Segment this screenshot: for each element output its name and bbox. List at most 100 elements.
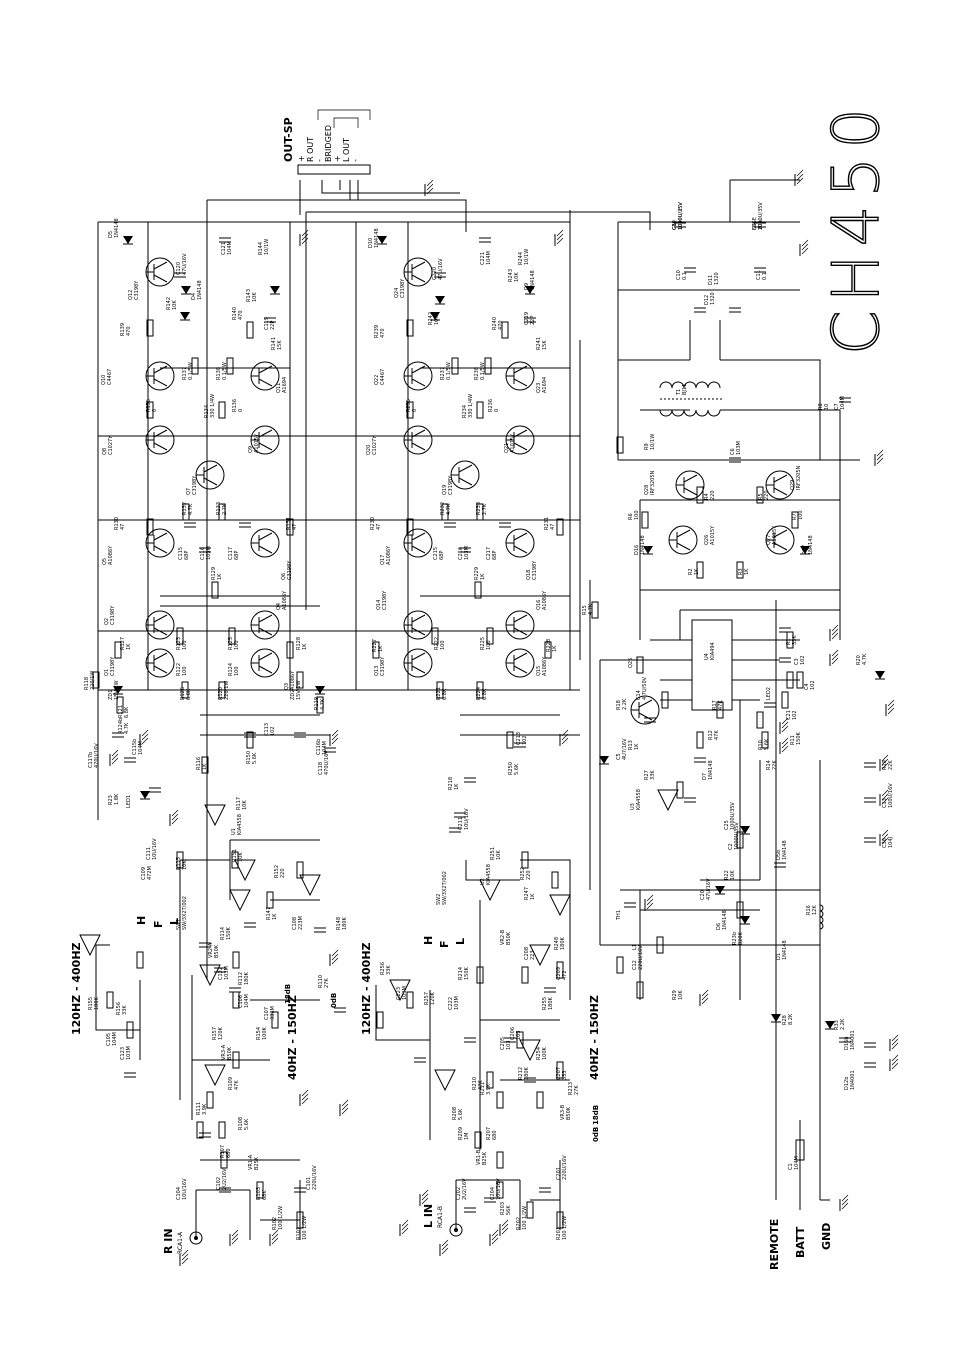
transistor-symbol (145, 361, 175, 391)
psu-part-label: C144.7U/50V (636, 676, 648, 700)
right-part-label: C113102 (264, 723, 276, 736)
capacitor-symbol (464, 777, 476, 783)
psu-part-label: C1104M (788, 1156, 800, 1170)
right-part-label: R1281K (296, 637, 308, 650)
switch-l-left: L (454, 938, 467, 945)
transistor-symbol (630, 695, 660, 725)
left-part-label: R207680 (486, 1127, 498, 1140)
resistor-symbol (146, 401, 154, 419)
psu-part-label: LED2 (766, 687, 772, 700)
psu-part-label: D171N4148 (802, 535, 814, 555)
right-part-label: R14115K (271, 337, 283, 350)
resistor-symbol (501, 321, 509, 339)
capacitor-symbol (112, 732, 124, 738)
diode-symbol (140, 791, 150, 800)
left-part-label: C209472 (556, 967, 568, 980)
capacitor-symbol (219, 237, 231, 243)
right-part-label: R1505.6K (246, 751, 258, 764)
resistor-symbol (218, 401, 226, 419)
resistor-symbol (736, 561, 744, 579)
psu-part-label: C21102 (786, 710, 798, 720)
opamp-symbol (434, 1069, 456, 1092)
ground-symbol (554, 229, 564, 246)
capacitor-symbol (199, 942, 211, 948)
left-part-label: C223103M (396, 986, 408, 1000)
psu-part-label: R1922K (882, 760, 894, 770)
transistor-symbol (145, 610, 175, 640)
resistor-symbol (406, 319, 414, 337)
resistor-symbol (616, 436, 624, 454)
right-part-label: R123100 (176, 637, 188, 650)
diode-symbol (643, 546, 653, 555)
right-part-label: R102100 1/2W (272, 1206, 284, 1230)
left-part-label: C201220U/16V (556, 1155, 568, 1180)
resistor-symbol (232, 1051, 240, 1069)
ground-symbol (179, 1249, 189, 1266)
right-part-label: U1KIA4558 (231, 814, 243, 835)
diode-symbol (315, 686, 325, 695)
right-part-label: R124100 (228, 663, 240, 676)
capacitor-symbol (764, 702, 776, 708)
lpf-right-label: 40HZ - 150HZ (286, 995, 299, 1080)
capacitor-symbol (324, 747, 336, 753)
ground-symbol (229, 1229, 239, 1246)
right-part-label: R139470 (120, 323, 132, 336)
right-part-label: R1380.1/5W (216, 362, 228, 380)
capacitor-symbol (864, 837, 876, 843)
out-pin-5: + (333, 155, 342, 162)
resistor-symbol (476, 681, 484, 699)
left-part-label: VR3-BB50K (560, 1104, 572, 1120)
resistor-symbol (476, 503, 484, 521)
right-part-label: C1022U2/16V (216, 1168, 228, 1190)
left-part-label: R214150K (458, 966, 470, 980)
left-part-label: C208223 (524, 947, 536, 960)
resistor-symbol (506, 731, 514, 749)
capacitor-symbol (729, 457, 741, 463)
right-part-label: R112180K (238, 971, 250, 985)
resistor-symbol (474, 581, 482, 599)
right-part-label: R118220/1W (84, 671, 96, 690)
opamp-symbol (299, 874, 321, 897)
left-part-label: R222100 (434, 637, 446, 650)
left-part-label: R2471K (524, 887, 536, 900)
ground-symbol (329, 949, 339, 966)
left-part-label: VR2-BB50K (500, 929, 512, 945)
ground-symbol (299, 229, 309, 246)
resistor-symbol (544, 641, 552, 659)
resistor-symbol (436, 681, 444, 699)
input-right-label: R IN (162, 1228, 175, 1254)
right-part-label: R14310K (246, 289, 258, 302)
input-left-jack: RCA1-B (437, 1206, 444, 1228)
left-part-label: R2216.8K (436, 687, 448, 700)
right-part-label: Q9A1015Y (248, 433, 260, 453)
resistor-symbol (114, 641, 122, 659)
right-part-label: C11568P (178, 547, 190, 560)
diode-symbol (825, 1021, 835, 1030)
diode-symbol (377, 236, 387, 245)
opamp-symbol (479, 879, 501, 902)
capacitor-symbol (754, 267, 766, 273)
left-part-label: C20410U/16V (490, 1178, 502, 1200)
transformer-symbol (659, 381, 724, 417)
ground-symbol (889, 1034, 899, 1051)
left-part-label: C2022U2/16V (456, 1178, 468, 1200)
left-part-label: R24410/1W (518, 249, 530, 265)
resistor-symbol (296, 671, 304, 689)
psu-part-label: C7104M (834, 396, 846, 410)
left-part-label: R212180K (518, 1066, 530, 1080)
psu-part-label: U4KIA494 (704, 642, 716, 660)
right-part-label: VR1-AB25K (248, 1154, 260, 1170)
ground-symbol (399, 1219, 409, 1236)
resistor-symbol (786, 671, 794, 689)
resistor-symbol (372, 641, 380, 659)
inductor-symbol (819, 904, 824, 930)
left-part-label: Q24C3198Y (394, 278, 406, 298)
left-part-label: C21110U/16V (458, 808, 470, 830)
left-part-label: C21922P (524, 312, 536, 325)
transistor-symbol (505, 528, 535, 558)
right-part-label: R1161K (196, 757, 208, 770)
ground-symbol (269, 1229, 279, 1246)
resistor-symbol (431, 627, 439, 645)
psu-part-label: Q29IRF3205N (790, 465, 802, 490)
